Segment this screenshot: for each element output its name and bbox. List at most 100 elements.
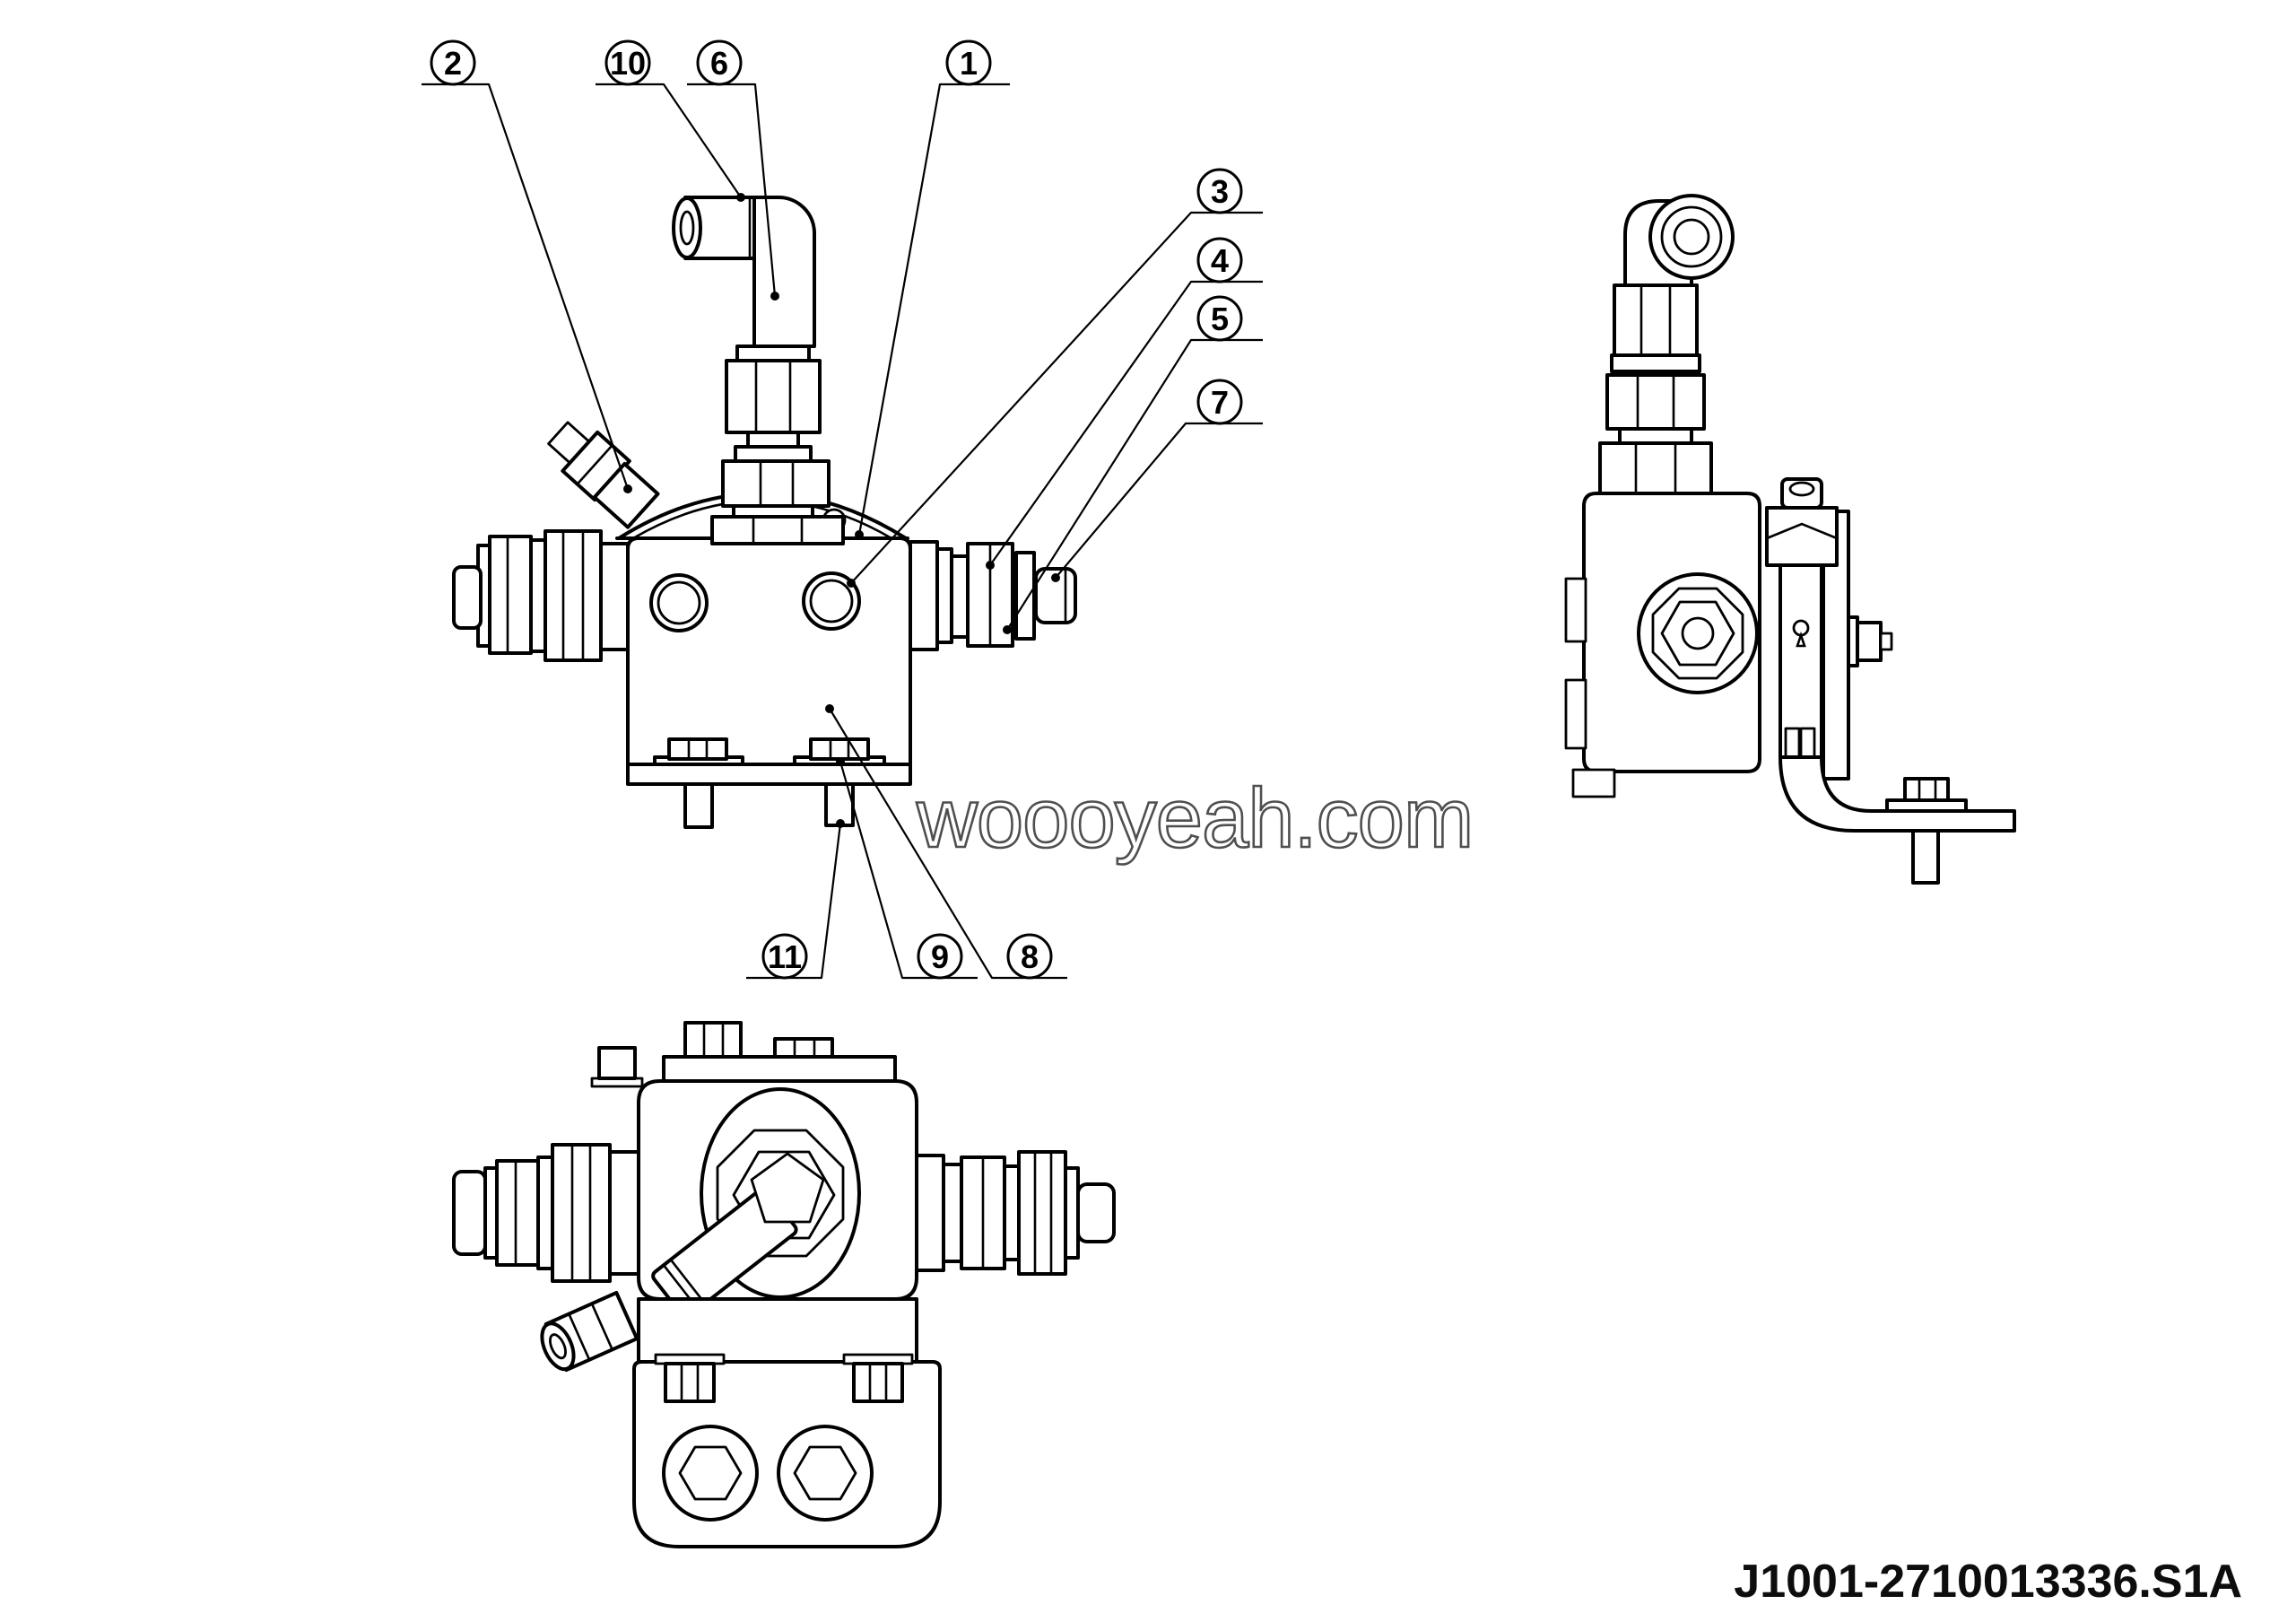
- side-base-nut: [1598, 441, 1713, 495]
- watermark-text: woooyeah.com: [916, 771, 1473, 865]
- left-union-nut: [544, 529, 603, 662]
- neck: [746, 431, 800, 449]
- hex-nut: [495, 1159, 540, 1267]
- leader-line: [850, 211, 1263, 584]
- bv-lower-block: [637, 1297, 918, 1364]
- nut-pentagon: [750, 1152, 825, 1224]
- port-right-inner: [809, 579, 854, 624]
- bv-bolt: [683, 1021, 743, 1060]
- flange: [915, 1154, 945, 1272]
- bv-top-tab: [662, 1055, 897, 1084]
- mounting-plate-group: [626, 737, 912, 829]
- bv-left-chain: [452, 1143, 640, 1283]
- bottom-view: [452, 1021, 1116, 1548]
- facet: [669, 1258, 707, 1305]
- bv-central-boss: [651, 1087, 861, 1319]
- part-number: J1001-2710013336.S1A: [1734, 1556, 2242, 1608]
- port-left-inner: [657, 580, 701, 625]
- elbow-body: [752, 196, 816, 348]
- callout-6: 6: [687, 39, 779, 301]
- side-stub-upper: [1564, 577, 1587, 643]
- spacer: [942, 1163, 963, 1263]
- socket-hex-right: [793, 1445, 857, 1501]
- boss-center-bore: [1681, 616, 1715, 650]
- leader-dot: [855, 530, 864, 539]
- callout-number: 9: [931, 938, 949, 975]
- leader-dot: [736, 193, 745, 202]
- side-adapter-hex: [1605, 373, 1706, 431]
- angled-port-bore: [549, 1333, 567, 1360]
- callout-number: 2: [444, 45, 462, 82]
- left-fitting-chain: [452, 529, 630, 662]
- callout-number: 4: [1211, 242, 1229, 279]
- right-washer: [935, 547, 953, 644]
- leader-line: [857, 83, 1010, 536]
- leader-line: [746, 823, 842, 980]
- washer-ring: [734, 445, 813, 463]
- bv-right-chain: [915, 1150, 1116, 1276]
- leader-line: [989, 280, 1263, 566]
- pipe-hex-nut: [1765, 506, 1839, 567]
- collar: [735, 344, 811, 362]
- bolt-head-right: [809, 737, 870, 761]
- adapter-hex: [721, 459, 831, 508]
- leader-line: [829, 708, 1067, 980]
- leader-dot: [836, 757, 845, 766]
- leader-dot: [847, 579, 856, 588]
- pipe-hex-chevron: [1765, 522, 1839, 540]
- callout-bubble: [761, 933, 808, 980]
- callout-bubble: [1196, 168, 1243, 214]
- arm-bolt-head: [1903, 777, 1950, 802]
- mounting-plate: [626, 763, 912, 786]
- bv-angled-fitting: [540, 1290, 639, 1373]
- arm-stud: [1911, 829, 1940, 885]
- washer: [1064, 1166, 1080, 1260]
- valve-body: [626, 536, 912, 766]
- front-view: [452, 196, 1077, 829]
- leader-line: [687, 83, 777, 297]
- leader-dot: [623, 484, 632, 493]
- flange-bolt-head: [1856, 621, 1883, 662]
- right-jam-nut: [1014, 551, 1036, 641]
- leader-line: [839, 761, 978, 980]
- plate-bolt: [664, 1362, 716, 1403]
- callout-bubble: [1006, 933, 1053, 980]
- callout-bubble: [430, 39, 476, 86]
- bleed-fitting: [547, 421, 660, 529]
- callout-bubble: [945, 39, 992, 86]
- callout-bubble: [1196, 237, 1243, 283]
- leader-dot: [986, 561, 995, 570]
- left-washer: [529, 538, 547, 653]
- facet: [568, 1312, 591, 1362]
- callout-bubble: [1196, 295, 1243, 342]
- banjo-ring-bore: [1673, 218, 1710, 256]
- plate-bolt: [852, 1362, 904, 1403]
- callout-7: 7: [1051, 379, 1263, 582]
- facet: [590, 1302, 613, 1351]
- leader-line: [1006, 338, 1263, 631]
- callout-number: 11: [768, 938, 802, 975]
- bracket-l-bend: [1779, 755, 2016, 833]
- right-fitting-chain: [909, 540, 1077, 651]
- bracket-web: [1779, 563, 1823, 759]
- callout-bubble: [696, 39, 743, 86]
- end-cap: [452, 1170, 487, 1256]
- bracket-group: [1765, 477, 2016, 885]
- callout-number: 7: [1211, 384, 1229, 421]
- pipe-cap-bore: [1788, 481, 1815, 497]
- leader-dot: [836, 819, 845, 828]
- callout-number: 8: [1021, 938, 1039, 975]
- washer: [1003, 1164, 1021, 1261]
- washer: [536, 1155, 554, 1270]
- side-elbow-stack: [1598, 194, 1735, 495]
- elbow-tube-bore: [679, 210, 695, 246]
- callout-1: 1: [855, 39, 1010, 539]
- side-washer: [1610, 353, 1701, 373]
- leader-line: [1055, 422, 1263, 579]
- callout-number: 10: [610, 45, 646, 82]
- leader-dot: [825, 704, 834, 713]
- stud-left: [683, 782, 714, 829]
- hex-nut-2: [1017, 1150, 1067, 1276]
- flange: [608, 1150, 640, 1276]
